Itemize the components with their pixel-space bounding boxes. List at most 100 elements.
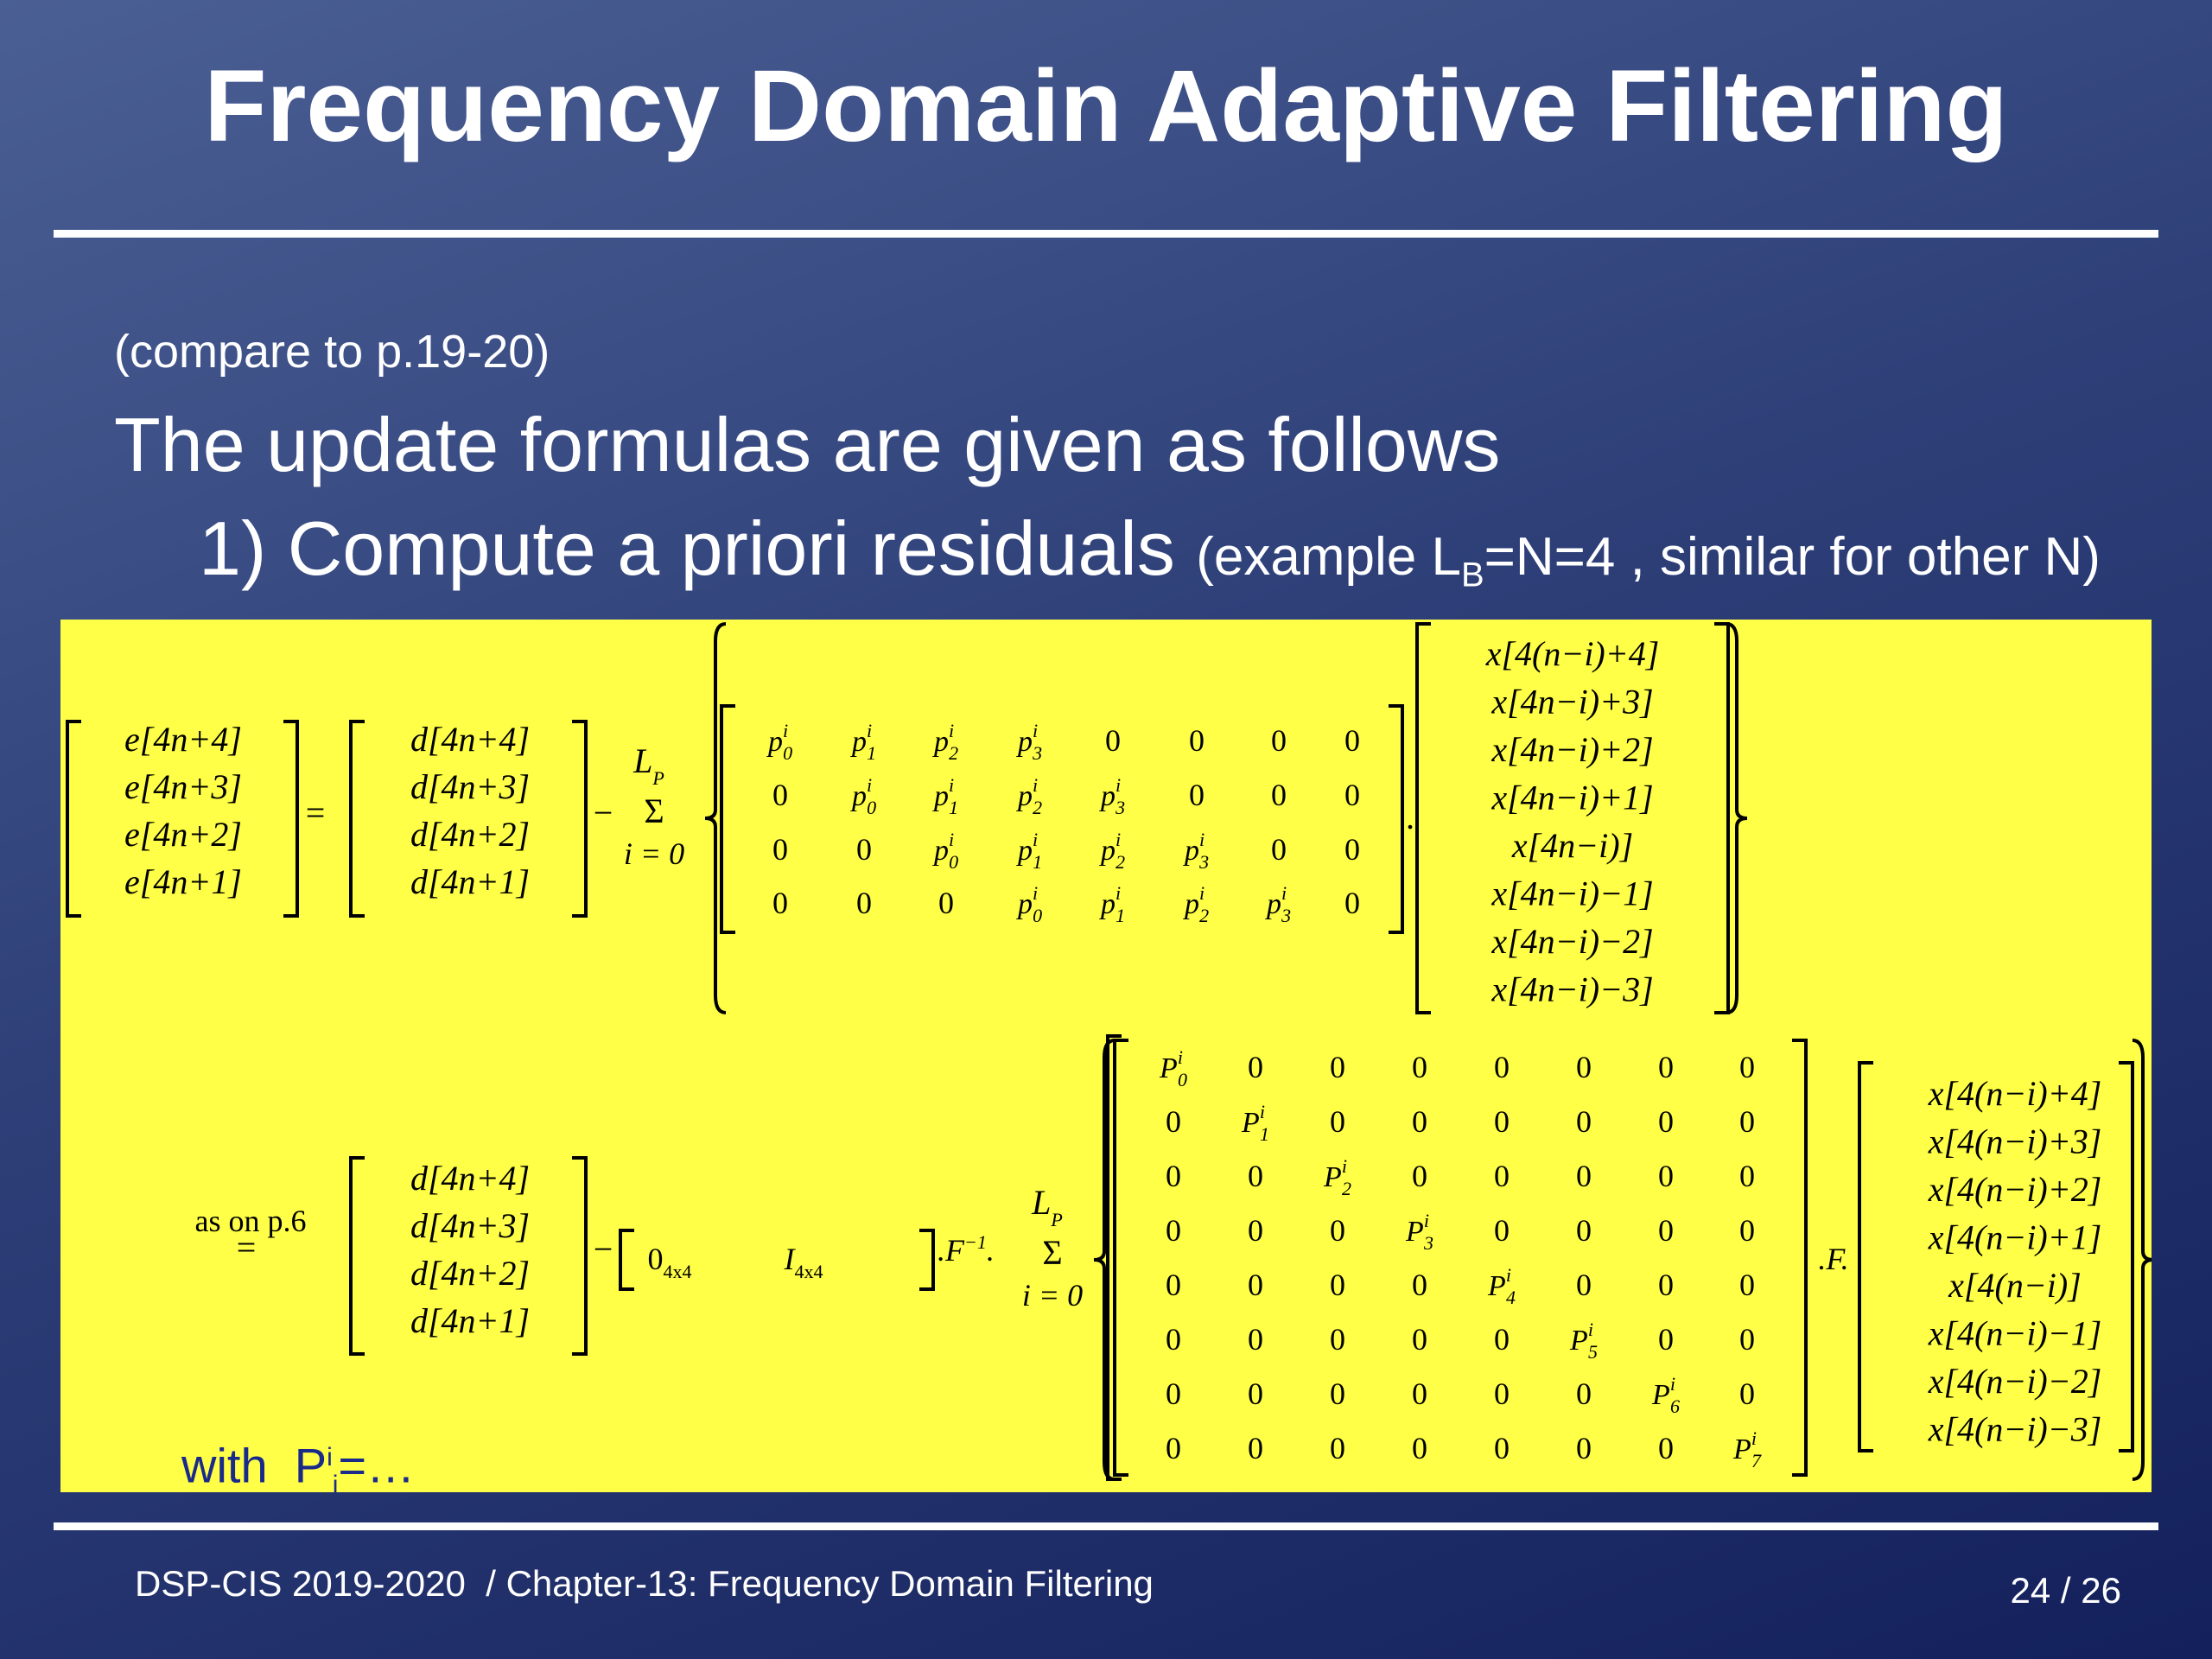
x-vector-2-entry: x[4(n−i)+3]	[1928, 1122, 2102, 1161]
step-number: 1)	[199, 505, 267, 591]
diag-entry: 0	[1494, 1213, 1510, 1248]
diag-entry: 0	[1576, 1431, 1592, 1465]
equals-sign-2: =	[237, 1228, 257, 1267]
x-vector-entry: x[4n−i)−3]	[1491, 970, 1653, 1009]
diag-entry: 0	[1658, 1159, 1674, 1193]
toeplitz-bracket-left	[720, 704, 735, 934]
e-vector-entry: e[4n+1]	[124, 862, 242, 901]
diag-entry: 0	[1248, 1268, 1263, 1302]
diag-entry: 0	[1330, 1376, 1345, 1411]
d-vector-2-entry: d[4n+2]	[410, 1254, 530, 1293]
x-vector-2-entry: x[4(n−i)+4]	[1928, 1074, 2102, 1113]
e-vector-entry: e[4n+4]	[124, 720, 242, 759]
outer-brace-2-right	[2132, 1039, 2152, 1481]
x-vector-entry: x[4n−i)−2]	[1491, 922, 1653, 961]
toeplitz-entry: 0	[1189, 723, 1205, 758]
footer-divider	[54, 1522, 2158, 1530]
toeplitz-entry: 0	[1189, 778, 1205, 812]
diag-entry: 0	[1330, 1050, 1345, 1084]
diag-entry: 0	[1330, 1322, 1345, 1357]
diag-entry: 0	[1330, 1431, 1345, 1465]
e-vector-bracket-left	[66, 720, 81, 918]
x-vector-2-bracket-left	[1858, 1061, 1873, 1452]
d-vector-entry: d[4n+2]	[410, 815, 530, 854]
step-1: 1) Compute a priori residuals (example L…	[199, 501, 2101, 622]
diag-entry: 0	[1576, 1268, 1592, 1302]
outer-brace-right	[1726, 622, 1748, 1014]
sum-2-sigma: Σ	[1042, 1233, 1062, 1272]
diag-entry: 0	[1412, 1376, 1427, 1411]
formula-box: e[4n+4]e[4n+3]e[4n+2]e[4n+1]=d[4n+4]d[4n…	[60, 620, 2152, 1492]
toeplitz-entry: 0	[1271, 778, 1287, 812]
toeplitz-entry: 0	[1344, 723, 1360, 758]
x-vector-2-entry: x[4(n−i)+2]	[1928, 1170, 2102, 1209]
diag-entry: 0	[1412, 1268, 1427, 1302]
d-vector-entry: d[4n+1]	[410, 862, 530, 901]
diag-entry: 0	[1248, 1213, 1263, 1248]
diag-entry: 0	[1166, 1268, 1181, 1302]
toeplitz-entry: 0	[772, 832, 788, 867]
d-vector-2-entry: d[4n+4]	[410, 1159, 530, 1198]
toeplitz-entry: 0	[772, 886, 788, 920]
diag-entry: 0	[1248, 1159, 1263, 1193]
diag-entry: 0	[1739, 1268, 1755, 1302]
toeplitz-entry: 0	[938, 886, 954, 920]
toeplitz-entry: 0	[1344, 778, 1360, 812]
outer-brace-2-left	[1093, 1039, 1116, 1481]
diag-entry: 0	[1412, 1322, 1427, 1357]
diag-entry: 0	[1330, 1268, 1345, 1302]
toeplitz-bracket-right	[1389, 704, 1404, 934]
diag-entry: 0	[1576, 1159, 1592, 1193]
slide-title: Frequency Domain Adaptive Filtering	[204, 49, 2008, 163]
diag-entry: 0	[1412, 1431, 1427, 1465]
sum-1-lower: i = 0	[624, 836, 684, 871]
diag-bracket-left	[1113, 1039, 1128, 1477]
diag-entry: 0	[1658, 1050, 1674, 1084]
x-vector-entry: x[4n−i)−1]	[1491, 874, 1653, 913]
diag-entry: 0	[1166, 1213, 1181, 1248]
minus-sign: −	[594, 793, 613, 832]
x-vector-entry: x[4n−i)+2]	[1491, 730, 1653, 769]
diag-entry: 0	[1494, 1322, 1510, 1357]
diag-entry: 0	[1494, 1376, 1510, 1411]
as-on-p6-label: as on p.6	[195, 1204, 307, 1238]
x-vector-2-bracket-right	[2119, 1061, 2134, 1452]
minus-sign-2: −	[594, 1230, 613, 1268]
diag-bracket-left-outer	[1106, 1034, 1122, 1481]
d-vector-2-bracket-left	[349, 1156, 365, 1356]
toeplitz-entry: 0	[856, 832, 872, 867]
d-vector-bracket-left	[349, 720, 365, 918]
diag-entry: 0	[1248, 1050, 1263, 1084]
diag-entry: 0	[1248, 1431, 1263, 1465]
toeplitz-entry: 0	[1344, 832, 1360, 867]
diag-entry: 0	[1412, 1159, 1427, 1193]
diag-entry: 0	[1658, 1431, 1674, 1465]
x-vector-bracket-right	[1714, 622, 1730, 1014]
d-vector-entry: d[4n+3]	[410, 767, 530, 806]
diag-entry: 0	[1658, 1322, 1674, 1357]
diag-entry: 0	[1576, 1104, 1592, 1139]
outer-brace-left	[704, 622, 727, 1014]
x-vector-entry: x[4(n−i)+4]	[1485, 634, 1660, 673]
sum-2-lower: i = 0	[1022, 1278, 1083, 1313]
selector-zero: 04x4	[648, 1242, 692, 1282]
diag-entry: 0	[1576, 1213, 1592, 1248]
diag-bracket-right	[1792, 1039, 1808, 1477]
